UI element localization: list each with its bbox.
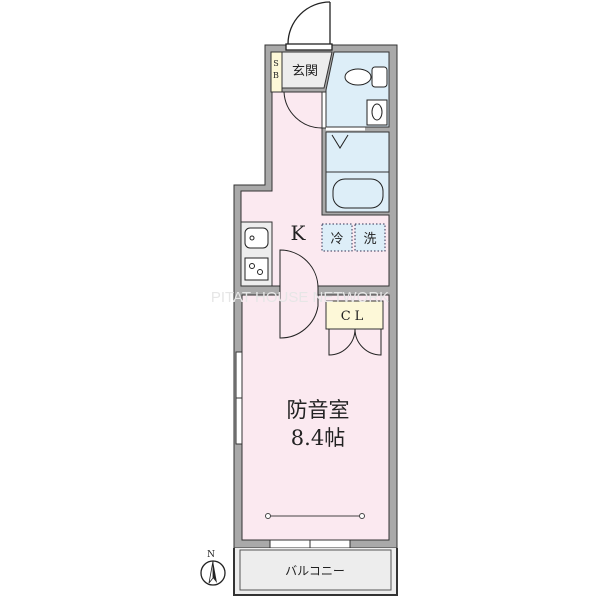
stove-icon bbox=[244, 257, 269, 281]
shoe-box-label: S bbox=[273, 59, 278, 68]
shoe-box bbox=[270, 51, 283, 93]
room-size: 8.4帖 bbox=[291, 426, 345, 450]
kitchen-sink-icon bbox=[244, 227, 269, 249]
fridge-label: 冷 bbox=[330, 232, 343, 247]
balcony-label: バルコニー bbox=[285, 564, 345, 578]
toilet-icon bbox=[344, 66, 388, 126]
closet-doors bbox=[328, 328, 382, 356]
closet-label: CL bbox=[341, 309, 368, 324]
sink-icon bbox=[331, 134, 349, 149]
entrance-inner-door bbox=[283, 91, 323, 129]
shoe-box-label: B bbox=[273, 71, 279, 80]
washer-label: 洗 bbox=[363, 232, 376, 247]
north-compass-icon: N bbox=[200, 550, 226, 586]
main-room bbox=[241, 294, 390, 541]
entry-door bbox=[285, 1, 333, 51]
closet bbox=[325, 300, 384, 330]
bathtub-icon bbox=[332, 178, 384, 209]
room-door bbox=[279, 249, 319, 339]
room-name: 防音室 bbox=[287, 398, 350, 422]
entrance-label: 玄関 bbox=[292, 64, 318, 79]
watermark: PITAT HOUSE NETWORK bbox=[211, 289, 389, 306]
kitchen-label: K bbox=[291, 221, 307, 245]
compass-label: N bbox=[207, 550, 215, 560]
